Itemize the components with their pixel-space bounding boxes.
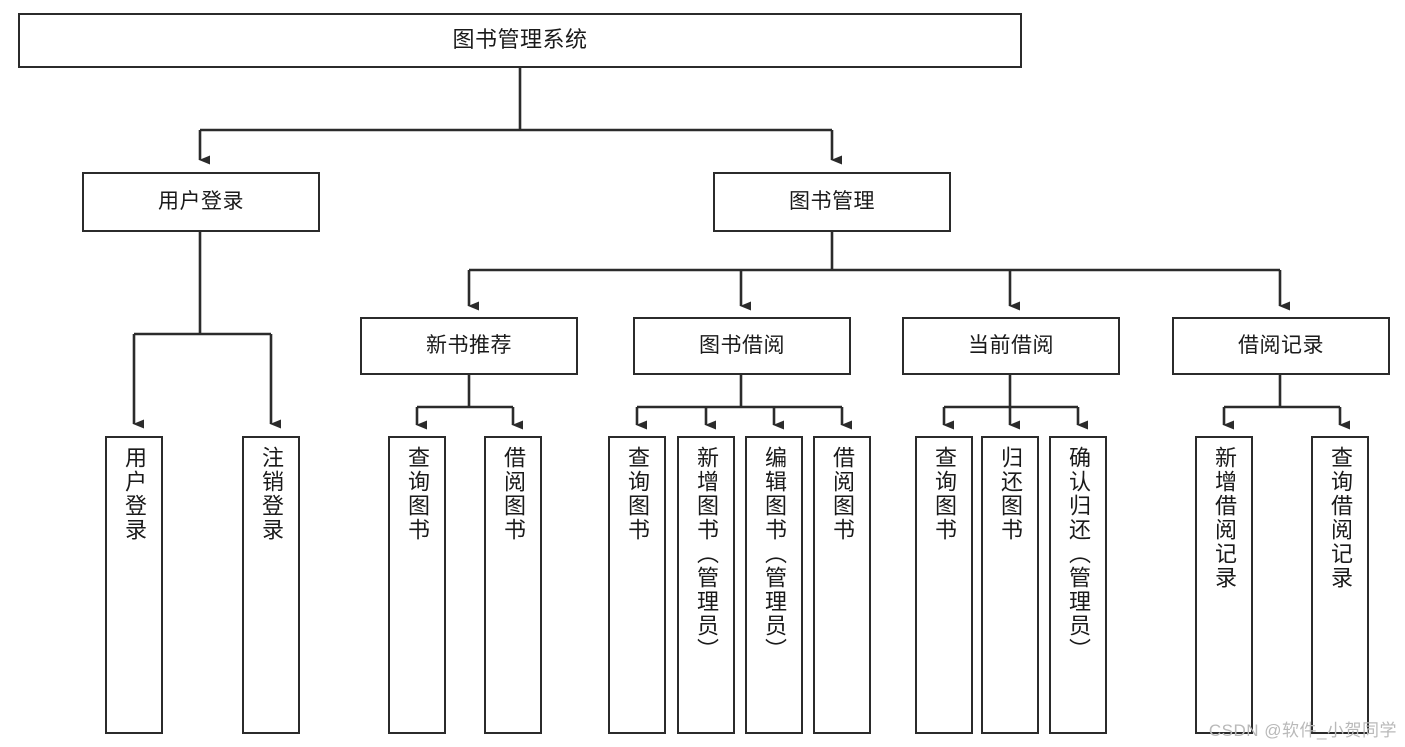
leaf-current-confirm-return-admin[interactable]: 确认归还（管理员） xyxy=(1049,436,1107,734)
node-book-borrow[interactable]: 图书借阅 xyxy=(633,317,851,375)
leaf-current-query-book[interactable]: 查询图书 xyxy=(915,436,973,734)
leaf-borrow-query-book[interactable]: 查询图书 xyxy=(608,436,666,734)
leaf-user-login-login[interactable]: 用户登录 xyxy=(105,436,163,734)
node-label: 借阅图书 xyxy=(501,446,526,542)
node-label: 图书管理系统 xyxy=(452,27,588,53)
leaf-borrow-borrow-book[interactable]: 借阅图书 xyxy=(813,436,871,734)
node-new-book-recommend[interactable]: 新书推荐 xyxy=(360,317,578,375)
node-label: 新增借阅记录 xyxy=(1212,446,1237,590)
node-label: 查询图书 xyxy=(405,446,430,542)
node-label: 图书管理 xyxy=(789,190,875,214)
node-label: 注销登录 xyxy=(259,446,284,542)
node-label: 当前借阅 xyxy=(968,334,1054,358)
node-label: 借阅图书 xyxy=(830,446,855,542)
leaf-current-return-book[interactable]: 归还图书 xyxy=(981,436,1039,734)
leaf-user-login-logout[interactable]: 注销登录 xyxy=(242,436,300,734)
node-label: 编辑图书（管理员） xyxy=(762,446,787,662)
node-label: 查询图书 xyxy=(625,446,650,542)
node-label: 用户登录 xyxy=(122,446,147,542)
node-label: 借阅记录 xyxy=(1238,334,1324,358)
node-book-management[interactable]: 图书管理 xyxy=(713,172,951,232)
node-label: 用户登录 xyxy=(158,190,244,214)
node-label: 确认归还（管理员） xyxy=(1066,446,1091,662)
node-user-login[interactable]: 用户登录 xyxy=(82,172,320,232)
leaf-recommend-borrow-book[interactable]: 借阅图书 xyxy=(484,436,542,734)
node-label: 归还图书 xyxy=(998,446,1023,542)
node-label: 新增图书（管理员） xyxy=(694,446,719,662)
node-borrow-records[interactable]: 借阅记录 xyxy=(1172,317,1390,375)
leaf-records-query-record[interactable]: 查询借阅记录 xyxy=(1311,436,1369,734)
leaf-recommend-query-book[interactable]: 查询图书 xyxy=(388,436,446,734)
node-current-borrow[interactable]: 当前借阅 xyxy=(902,317,1120,375)
leaf-borrow-edit-book-admin[interactable]: 编辑图书（管理员） xyxy=(745,436,803,734)
leaf-borrow-add-book-admin[interactable]: 新增图书（管理员） xyxy=(677,436,735,734)
node-label: 新书推荐 xyxy=(426,334,512,358)
node-label: 查询借阅记录 xyxy=(1328,446,1353,590)
node-label: 查询图书 xyxy=(932,446,957,542)
node-label: 图书借阅 xyxy=(699,334,785,358)
node-root-system[interactable]: 图书管理系统 xyxy=(18,13,1022,68)
leaf-records-add-record[interactable]: 新增借阅记录 xyxy=(1195,436,1253,734)
